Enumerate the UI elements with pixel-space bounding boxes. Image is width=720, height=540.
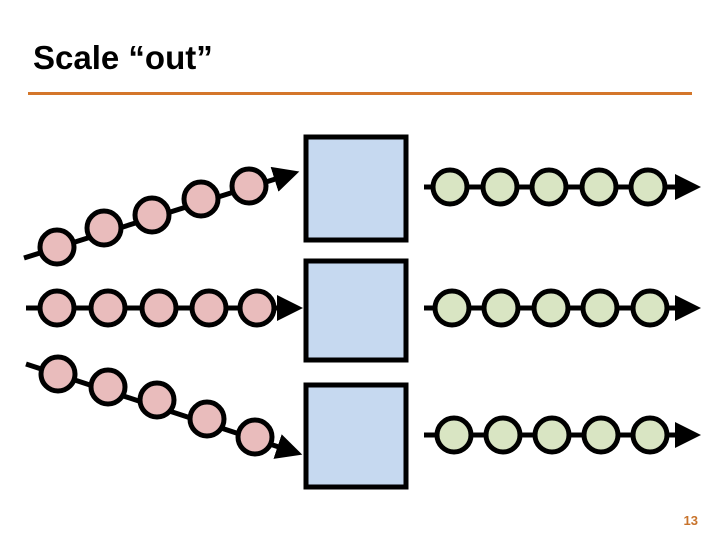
page-title: Scale “out”	[33, 39, 213, 76]
chain-node	[628, 167, 668, 207]
chain-node	[84, 208, 124, 248]
pink-chain-flat	[26, 288, 303, 328]
chain-node	[38, 354, 78, 394]
blue-box-middle	[303, 258, 409, 363]
chain-node	[37, 227, 77, 267]
chain-node	[430, 167, 470, 207]
row-top	[23, 134, 701, 267]
pink-chain-descending	[25, 354, 303, 459]
chain-node	[630, 415, 670, 455]
chain-node	[529, 167, 569, 207]
chain-node	[579, 167, 619, 207]
green-chain-middle	[424, 288, 701, 328]
chain-node	[88, 288, 128, 328]
green-chain-top	[424, 167, 701, 207]
chain-node	[229, 166, 269, 206]
chain-node	[237, 288, 277, 328]
chain-node	[37, 288, 77, 328]
chain-node	[532, 415, 572, 455]
green-chain-bottom	[424, 415, 701, 455]
row-middle	[26, 258, 701, 363]
chain-node	[432, 288, 472, 328]
chain-node	[181, 179, 221, 219]
chain-node	[235, 417, 275, 457]
chain-node	[481, 288, 521, 328]
chain-node	[189, 288, 229, 328]
chain-node	[480, 167, 520, 207]
title-divider	[28, 92, 692, 95]
chain-node	[581, 415, 621, 455]
chain-node	[483, 415, 523, 455]
pink-chain-ascending	[23, 166, 300, 267]
row-bottom	[25, 354, 701, 490]
chain-node	[139, 288, 179, 328]
chain-node	[88, 367, 128, 407]
chain-node	[187, 399, 227, 439]
chain-node	[137, 380, 177, 420]
blue-box-top	[303, 134, 409, 243]
chain-node	[580, 288, 620, 328]
page-number: 13	[683, 513, 698, 528]
chain-node	[531, 288, 571, 328]
chain-node	[434, 415, 474, 455]
blue-box-bottom	[303, 382, 409, 490]
chain-node	[132, 195, 172, 235]
chain-node	[630, 288, 670, 328]
